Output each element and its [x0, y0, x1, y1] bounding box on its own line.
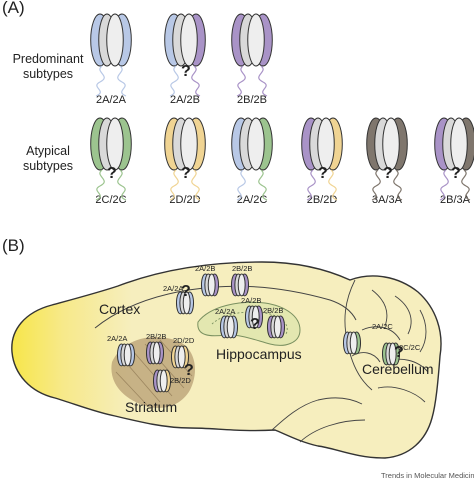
striatum-label: Striatum [125, 399, 178, 415]
brainstem-line-2 [299, 419, 366, 443]
receptor-predominant-2b-2b [231, 13, 273, 97]
brain-q-cb: ? [394, 344, 404, 361]
brain-label-hip-2b2b: 2B/2B [263, 306, 284, 315]
brain-outline [11, 261, 442, 459]
brain-q-hip: ? [250, 316, 260, 333]
brain-receptors [116, 273, 401, 393]
receptor-atypical-2b-3a [434, 117, 474, 201]
brain-label-hip-2a2a: 2A/2A [215, 307, 236, 316]
brain-label-cb-2a2c: 2A/2C [372, 322, 393, 331]
brain-label-cortex-2b2b: 2B/2B [232, 264, 253, 273]
brain-receptor-str-d [152, 369, 172, 393]
panel-a-receptors [90, 13, 474, 201]
brain-receptor-cortex-b [200, 273, 220, 297]
subtype-label-2b-3a: 2B/3A [440, 194, 470, 206]
cortex-boundary [94, 285, 357, 329]
receptor-atypical-2d-2d [164, 117, 206, 201]
brain-receptor-cortex-a [175, 291, 195, 315]
brain-label-str-2a2a: 2A/2A [107, 334, 128, 343]
brain-label-cortex-2a2a: 2A/2A [163, 284, 184, 293]
predominant-line1: Predominant [12, 52, 84, 66]
subtype-label-3a-3a: 3A/3A [372, 194, 402, 206]
brain-q-cortex: ? [181, 283, 191, 300]
brain-receptor-cortex-c [230, 273, 250, 297]
subtype-label-2a-2b: 2A/2B [170, 94, 200, 106]
question-mark-predominant-1: ? [181, 63, 191, 80]
brain-label-str-2b2d: 2B/2D [170, 376, 191, 385]
brain-receptor-str-b [145, 341, 165, 365]
brain-receptor-hip-b [244, 305, 264, 329]
atypical-row-label: Atypical subtypes [2, 144, 94, 174]
brain-receptor-str-a [116, 343, 136, 367]
atypical-line2: subtypes [22, 159, 74, 173]
brain-receptor-hip-a [219, 315, 239, 339]
atypical-line1: Atypical [26, 144, 70, 158]
brain-label-str-2b2b: 2B/2B [146, 332, 167, 341]
receptor-atypical-3a-3a [366, 117, 408, 201]
question-mark-atypical-0: ? [107, 165, 117, 182]
receptor-atypical-2c-2c [90, 117, 132, 201]
brain-q-str: ? [184, 362, 194, 379]
brain-label-cb-2c2c: 2C/2C [399, 343, 421, 352]
brainstem-line [271, 397, 363, 431]
brain-label-str-2d2d: 2D/2D [173, 336, 195, 345]
receptor-atypical-2a-2c [231, 117, 273, 201]
brain-receptor-str-c [170, 345, 190, 369]
journal-credit: Trends in Molecular Medicine [381, 471, 474, 480]
subtype-label-2d-2d: 2D/2D [169, 194, 201, 206]
subtype-label-2a-2c: 2A/2C [236, 194, 268, 206]
brain-label-hip-2a2b: 2A/2B [241, 296, 262, 305]
brain-receptor-cb-a [342, 331, 362, 355]
panel-b-label: (B) [2, 236, 25, 255]
subtype-label-2c-2c: 2C/2C [95, 194, 127, 206]
predominant-line2: subtypes [22, 67, 74, 81]
cortex-label: Cortex [99, 301, 141, 317]
subtype-label-2a-2a: 2A/2A [96, 94, 126, 106]
brain-receptor-cb-b [381, 342, 401, 366]
question-mark-atypical-4: ? [383, 165, 393, 182]
brain-receptor-hip-c [266, 315, 286, 339]
question-mark-atypical-1: ? [181, 165, 191, 182]
subtype-label-2b-2b: 2B/2B [237, 94, 267, 106]
hippocampus-label: Hippocampus [216, 346, 302, 362]
predominant-row-label: Predominant subtypes [2, 52, 94, 82]
brain-label-cortex-2a2b: 2A/2B [195, 264, 216, 273]
receptor-atypical-2b-2d [301, 117, 343, 201]
subtype-label-2b-2d: 2B/2D [306, 194, 338, 206]
question-mark-atypical-3: ? [318, 165, 328, 182]
receptor-predominant-2a-2a [90, 13, 132, 97]
receptor-predominant-2a-2b [164, 13, 206, 97]
question-mark-atypical-5: ? [451, 165, 461, 182]
panel-a-label: (A) [2, 0, 25, 17]
cerebellum-label: Cerebellum [362, 361, 434, 377]
